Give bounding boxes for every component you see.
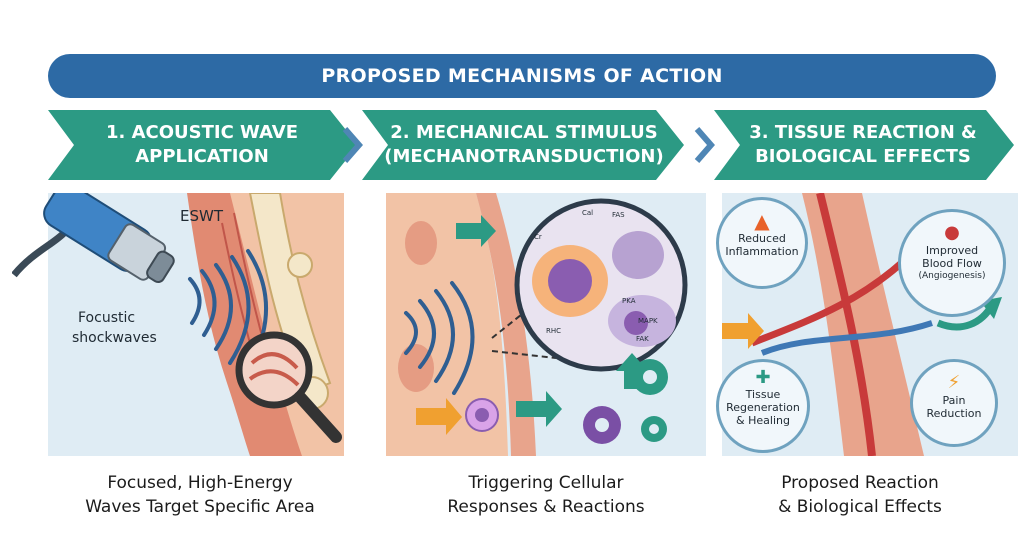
step-3-caption: Proposed Reaction & Biological Effects bbox=[778, 473, 942, 517]
pain-reduction-label: Pain Reduction bbox=[926, 394, 982, 420]
step-3-header: 3. TISSUE REACTION & BIOLOGICAL EFFECTS bbox=[736, 110, 990, 180]
svg-text:FAK: FAK bbox=[636, 335, 649, 343]
svg-text:PKA: PKA bbox=[622, 297, 636, 305]
svg-text:Cr: Cr bbox=[534, 233, 542, 241]
blood-drop-icon: ● bbox=[944, 222, 960, 243]
reduced-inflammation-badge: ▲ Reduced Inflammation bbox=[716, 197, 808, 289]
eswt-label: ESWT bbox=[180, 207, 224, 225]
step-2-arrow bbox=[362, 110, 684, 180]
tissue-regeneration-label: Tissue Regeneration & Healing bbox=[726, 388, 800, 427]
magnifying-glass-icon bbox=[235, 331, 342, 443]
panel-tissue-reaction: ▲ Reduced Inflammation ● Improved Blood … bbox=[712, 193, 1018, 456]
pain-reduction-badge: ⚡ Pain Reduction bbox=[910, 359, 998, 447]
step-3-arrow bbox=[714, 110, 1014, 180]
blood-flow-label: Improved Blood Flow bbox=[922, 244, 982, 270]
eswt-device bbox=[12, 193, 175, 284]
blood-flow-badge: ● Improved Blood Flow (Angiogenesis) bbox=[898, 209, 1006, 317]
chevron-right-icon bbox=[694, 127, 715, 163]
title-banner: PROPOSED MECHANISMS OF ACTION bbox=[48, 54, 996, 98]
wave-arcs bbox=[404, 281, 475, 395]
step-1-arrow bbox=[48, 110, 358, 180]
svg-text:Cal: Cal bbox=[582, 209, 593, 217]
reduced-inflammation-label: Reduced Inflammation bbox=[725, 232, 799, 258]
panel-mechanical-stimulus: Cal Cr FAS PKA MAPK FAK RHC bbox=[386, 193, 706, 456]
step-3-label: 3. TISSUE REACTION & BIOLOGICAL EFFECTS bbox=[749, 122, 977, 167]
lightning-icon: ⚡ bbox=[947, 372, 961, 393]
page-title: PROPOSED MECHANISMS OF ACTION bbox=[321, 65, 723, 87]
step-1-header: 1. ACOUSTIC WAVE APPLICATION bbox=[68, 110, 336, 180]
chevron-right-icon bbox=[342, 127, 363, 163]
step-1-label: 1. ACOUSTIC WAVE APPLICATION bbox=[105, 122, 299, 167]
step-1-caption: Focused, High-Energy Waves Target Specif… bbox=[85, 473, 315, 517]
flame-icon: ▲ bbox=[754, 209, 770, 233]
svg-text:FAS: FAS bbox=[612, 211, 625, 219]
svg-text:MAPK: MAPK bbox=[638, 317, 658, 325]
healing-hand-icon: ✚ bbox=[755, 367, 771, 388]
gear-icon bbox=[583, 359, 668, 444]
tissue-regeneration-badge: ✚ Tissue Regeneration & Healing bbox=[716, 359, 810, 453]
svg-text:RHC: RHC bbox=[546, 327, 561, 335]
signaling-labels: Cal Cr FAS PKA MAPK FAK RHC bbox=[534, 209, 658, 343]
cell-zoom-circle bbox=[514, 198, 688, 372]
step-2-header: 2. MECHANICAL STIMULUS (MECHANOTRANSDUCT… bbox=[384, 110, 664, 180]
angiogenesis-label: (Angiogenesis) bbox=[918, 271, 986, 281]
step-2-label: 2. MECHANICAL STIMULUS (MECHANOTRANSDUCT… bbox=[384, 122, 664, 167]
mechanotransduction-illustration: Cal Cr FAS PKA MAPK FAK RHC bbox=[386, 193, 706, 456]
step-2-caption: Triggering Cellular Responses & Reaction… bbox=[447, 473, 645, 517]
